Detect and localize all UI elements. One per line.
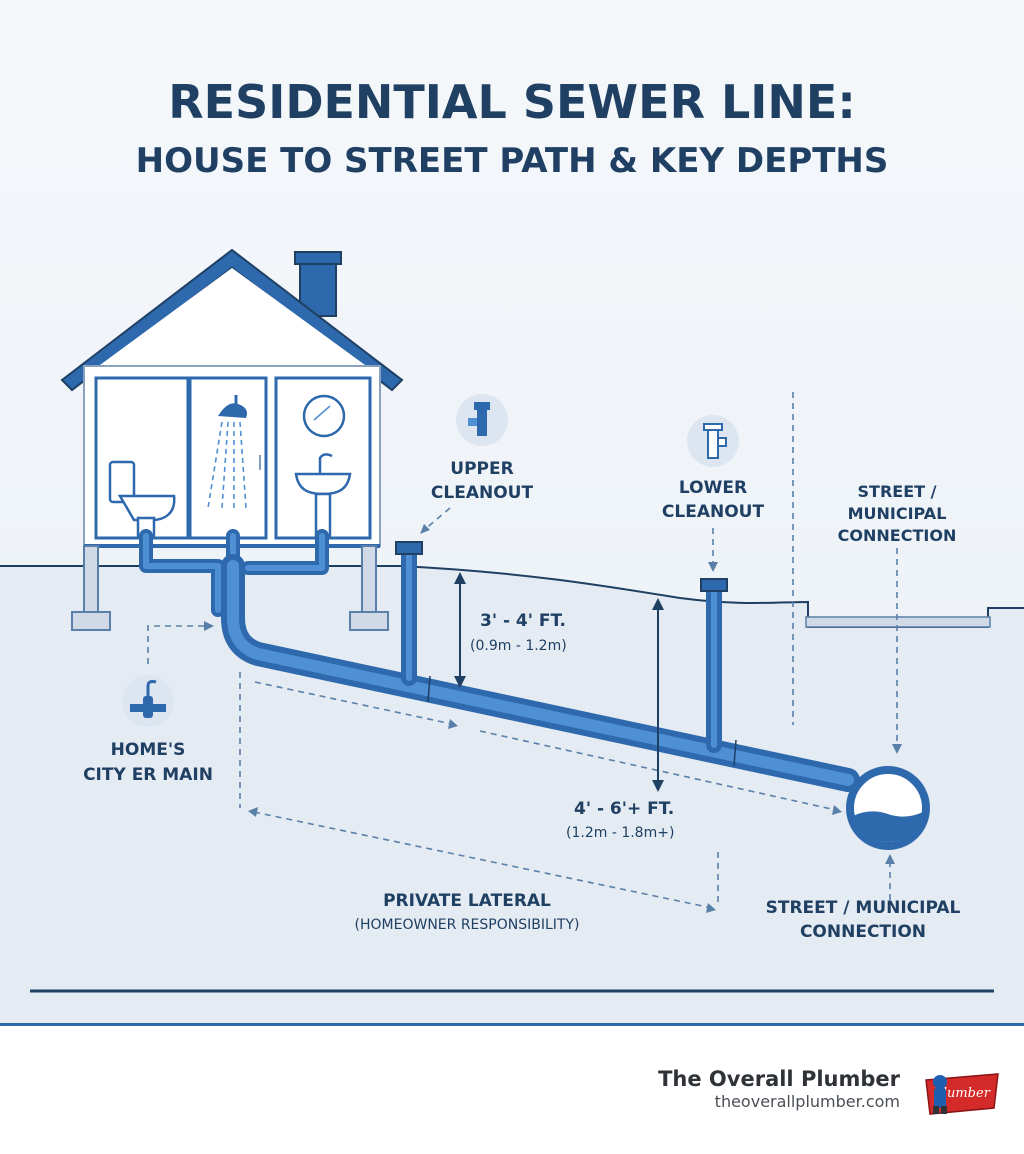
chimney-cap: [294, 251, 342, 265]
main-lateral-pipe: [221, 554, 860, 792]
leader-lines: [147, 507, 902, 913]
home-main-label-2: CITY ER MAIN: [83, 765, 213, 785]
depth-upper-label: 3' - 4' FT.: [480, 611, 566, 631]
depth-lower-label: 4' - 6'+ FT.: [574, 799, 674, 819]
street-curb: [805, 616, 991, 628]
lower-cleanout-label-2: CLEANOUT: [662, 502, 765, 522]
private-lateral-label: PRIVATE LATERAL: [383, 891, 551, 911]
attic: [100, 268, 365, 365]
upper-cleanout-label-1: UPPER: [450, 459, 513, 479]
upper-cleanout-label-2: CLEANOUT: [431, 483, 534, 503]
street-connection-top-label-3: CONNECTION: [838, 526, 957, 545]
title-line-2: HOUSE TO STREET PATH & KEY DEPTHS: [136, 141, 889, 181]
home-main-label-1: HOME'S: [111, 740, 186, 760]
mirror-icon: [302, 394, 346, 438]
room-shower: [188, 376, 268, 540]
depth-arrow-lower: [652, 598, 664, 792]
lower-cleanout-riser: [700, 578, 728, 753]
footing-left: [71, 611, 111, 631]
stilt-right: [361, 545, 377, 615]
depth-upper-metric: (0.9m - 1.2m): [470, 638, 567, 654]
street-connection-bottom-label-1: STREET / MUNICIPAL: [766, 898, 961, 918]
footer-background: [0, 1026, 1024, 1154]
valve-icon: [122, 675, 174, 727]
cleanout-icon: [687, 415, 739, 467]
plumber-logo: Plumber: [925, 1073, 999, 1115]
ground-line: [0, 565, 1024, 628]
depth-lower-metric: (1.2m - 1.8m+): [566, 825, 674, 841]
ground: [0, 566, 1024, 1025]
cleanout-icon: [456, 394, 508, 446]
street-connection-top-label-1: STREET /: [858, 482, 937, 501]
footing-right: [349, 611, 389, 631]
street-connection-bottom-label-2: CONNECTION: [800, 922, 926, 942]
roof: [60, 248, 404, 392]
depth-arrow-upper: [454, 572, 466, 688]
street-connection-top-label-2: MUNICIPAL: [848, 504, 947, 523]
lower-cleanout-label-1: LOWER: [679, 478, 747, 498]
private-lateral-sublabel: (HOMEOWNER RESPONSIBILITY): [355, 917, 580, 933]
stilt-left: [83, 545, 99, 615]
title-line-1: RESIDENTIAL SEWER LINE:: [168, 75, 856, 129]
footer-divider: [0, 1023, 1024, 1026]
brand-name: The Overall Plumber: [658, 1067, 901, 1091]
shower-icon: [207, 395, 261, 509]
logo-text: Plumber: [933, 1086, 991, 1101]
brand-url[interactable]: theoverallplumber.com: [715, 1092, 900, 1111]
upper-cleanout-riser: [395, 541, 423, 686]
municipal-main: [846, 766, 930, 850]
